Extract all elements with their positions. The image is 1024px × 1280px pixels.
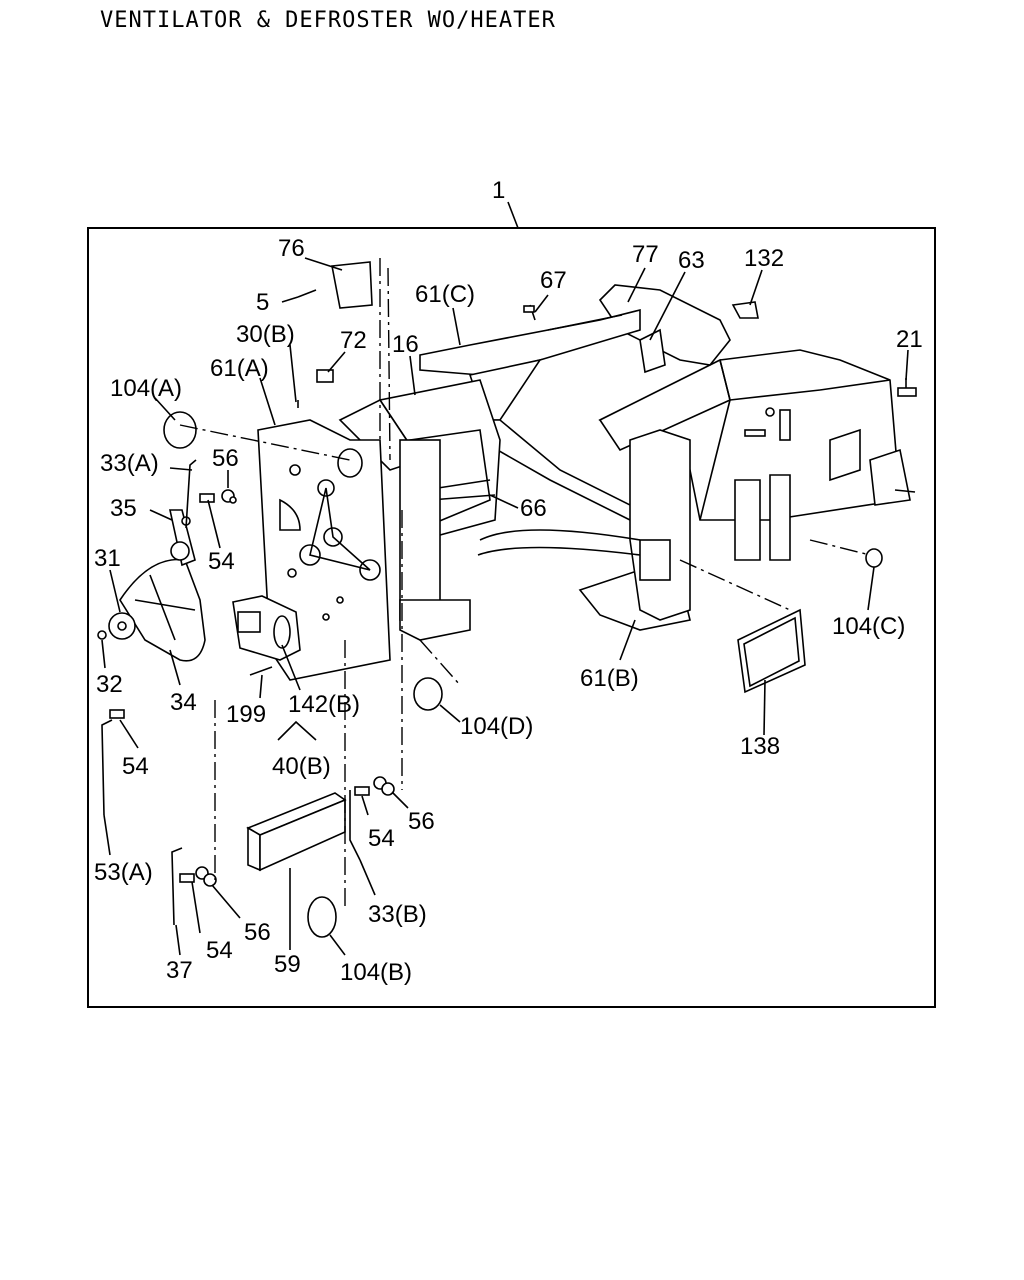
callout-132: 132 <box>744 245 784 272</box>
callout-1: 1 <box>492 177 505 204</box>
callout-104a: 104(A) <box>110 375 182 402</box>
evaporator-case <box>338 379 501 641</box>
bracket-76 <box>331 261 373 309</box>
callout-63: 63 <box>678 247 705 274</box>
upper-duct <box>598 284 731 374</box>
lower-foot-duct <box>477 429 691 631</box>
callout-67: 67 <box>540 267 567 294</box>
callout-54c: 54 <box>368 825 395 852</box>
screw-5 <box>297 289 317 298</box>
rod-37 <box>171 847 183 926</box>
leader-lines <box>101 257 909 956</box>
callout-37: 37 <box>166 957 193 984</box>
screw-199 <box>249 666 273 676</box>
callout-53a: 53(A) <box>94 859 153 886</box>
bracket-72 <box>316 369 334 383</box>
callout-34: 34 <box>170 689 197 716</box>
plug-104d <box>413 677 443 711</box>
callout-72: 72 <box>340 327 367 354</box>
main-duct-housing <box>598 349 916 561</box>
page-title: VENTILATOR & DEFROSTER WO/HEATER <box>100 8 556 33</box>
bracket-21 <box>897 387 917 397</box>
callout-56a: 56 <box>212 445 239 472</box>
callout-66: 66 <box>520 495 547 522</box>
callout-33b: 33(B) <box>368 901 427 928</box>
plug-104c <box>865 548 883 568</box>
callout-138: 138 <box>740 733 780 760</box>
blower-motor <box>232 595 301 661</box>
callout-32: 32 <box>96 671 123 698</box>
callout-104c: 104(C) <box>832 613 905 640</box>
callout-35: 35 <box>110 495 137 522</box>
assembly-frame <box>87 227 936 1008</box>
callout-199: 199 <box>226 701 266 728</box>
callout-59: 59 <box>274 951 301 978</box>
filter-138 <box>737 608 806 694</box>
callout-77: 77 <box>632 241 659 268</box>
callout-142b: 142(B) <box>288 691 360 718</box>
plug-104b <box>307 896 337 938</box>
callout-61c: 61(C) <box>415 281 475 308</box>
callout-76: 76 <box>278 235 305 262</box>
callout-54d: 54 <box>206 937 233 964</box>
callout-33a: 33(A) <box>100 450 159 477</box>
callout-40b: 40(B) <box>272 753 331 780</box>
callout-56c: 56 <box>244 919 271 946</box>
callout-16: 16 <box>392 331 419 358</box>
filter-59 <box>246 792 347 872</box>
callout-21: 21 <box>896 326 923 353</box>
callout-104b: 104(B) <box>340 959 412 986</box>
clip-132 <box>731 301 759 319</box>
assembly-lines <box>179 258 871 910</box>
callout-5: 5 <box>256 289 269 316</box>
rod-33b <box>349 790 361 861</box>
callout-56b: 56 <box>408 808 435 835</box>
center-duct <box>419 304 642 521</box>
callout-61b: 61(B) <box>580 665 639 692</box>
callout-104d: 104(D) <box>460 713 533 740</box>
rod-53a <box>101 719 113 816</box>
callout-61a: 61(A) <box>210 355 269 382</box>
callout-30b: 30(B) <box>236 321 295 348</box>
plug-104a <box>163 411 197 449</box>
clips <box>109 489 395 887</box>
rod-33a <box>185 459 197 529</box>
callout-54a: 54 <box>208 548 235 575</box>
callout-31: 31 <box>94 545 121 572</box>
fan-cover-plate <box>97 558 206 662</box>
callout-54b: 54 <box>122 753 149 780</box>
damper-link <box>169 509 196 567</box>
